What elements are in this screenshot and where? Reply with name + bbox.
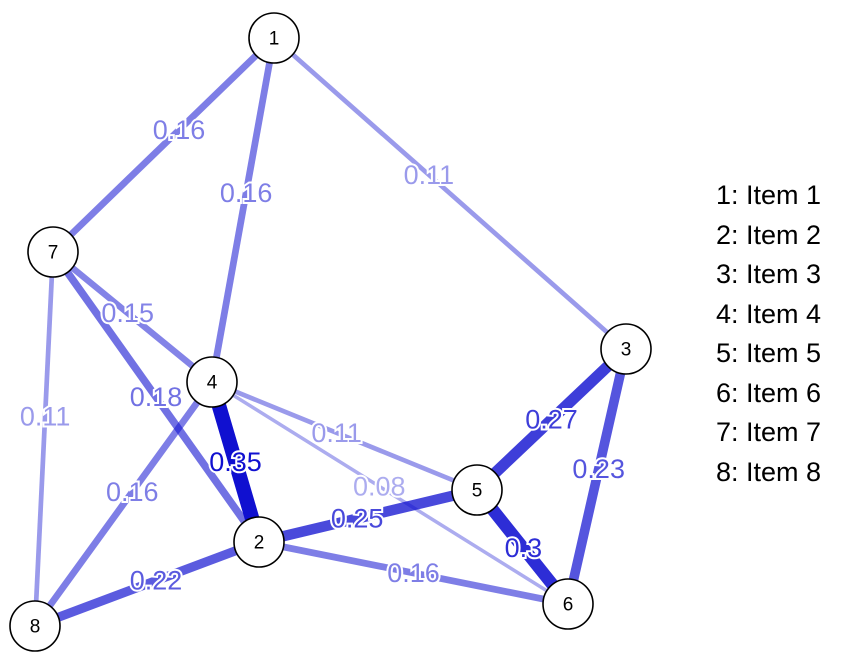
node-label: 7 bbox=[48, 243, 59, 264]
node-label: 4 bbox=[207, 373, 218, 394]
edge-2-8 bbox=[33, 537, 261, 631]
edge-7-4 bbox=[50, 249, 215, 385]
node-label: 8 bbox=[30, 617, 41, 638]
legend-item: 2: Item 2 bbox=[716, 219, 822, 250]
edge-4-6 bbox=[211, 380, 569, 606]
edge-1-7 bbox=[50, 35, 277, 255]
edge-label-3-5: 0.27 bbox=[525, 405, 578, 435]
edge-label-2-6: 0.16 bbox=[387, 558, 440, 588]
edge-labels-layer: 0.160.160.110.150.180.110.350.110.080.16… bbox=[18, 113, 627, 598]
edge-label-4-8: 0.16 bbox=[106, 477, 159, 507]
legend-item: 7: Item 7 bbox=[716, 417, 822, 447]
node-3: 3 bbox=[600, 323, 652, 375]
edge-label-4-6: 0.08 bbox=[353, 471, 406, 501]
node-8: 8 bbox=[9, 600, 61, 652]
legend-item: 5: Item 5 bbox=[716, 338, 822, 368]
legend: 1: Item 1 2: Item 2 3: Item 3 4: Item 4 … bbox=[716, 176, 821, 492]
edge-label-1-3: 0.11 bbox=[404, 160, 455, 190]
node-circle bbox=[27, 226, 79, 278]
edge-2-5 bbox=[257, 484, 479, 548]
legend-item: 1: Item 1 bbox=[716, 180, 822, 210]
edge-1-4 bbox=[208, 37, 278, 383]
edge-2-6 bbox=[258, 538, 569, 608]
edges-layer bbox=[32, 35, 631, 631]
edge-label-2-8: 0.22 bbox=[130, 566, 183, 596]
edge-4-2 bbox=[205, 379, 266, 545]
node-4: 4 bbox=[186, 356, 238, 408]
node-2: 2 bbox=[233, 516, 285, 568]
node-circle bbox=[600, 323, 652, 375]
legend-item: 6: Item 6 bbox=[716, 377, 822, 408]
edge-label-4-2: 0.35 bbox=[209, 447, 262, 477]
edge-7-8 bbox=[32, 251, 56, 627]
node-1: 1 bbox=[248, 12, 300, 64]
edge-label-3-6: 0.23 bbox=[572, 454, 625, 484]
node-label: 1 bbox=[269, 29, 280, 50]
node-6: 6 bbox=[542, 578, 594, 630]
edge-3-6 bbox=[563, 347, 631, 606]
nodes-layer: 1 2 3 4 5 6 7 8 bbox=[9, 12, 652, 652]
edge-3-5 bbox=[473, 344, 630, 495]
edge-label-7-2: 0.18 bbox=[130, 382, 183, 412]
node-circle bbox=[451, 464, 503, 516]
edge-4-8 bbox=[32, 380, 215, 628]
edge-label-2-5: 0.25 bbox=[331, 504, 384, 534]
edge-label-7-8: 0.11 bbox=[20, 402, 71, 432]
edge-7-2 bbox=[49, 249, 263, 545]
edge-label-1-7: 0.16 bbox=[153, 115, 206, 145]
legend-item: 8: Item 8 bbox=[716, 456, 822, 487]
edge-4-5 bbox=[211, 379, 478, 493]
edge-label-5-6: 0.3 bbox=[505, 533, 543, 563]
legend-item: 4: Item 4 bbox=[716, 298, 822, 329]
edge-label-4-5: 0.11 bbox=[311, 418, 362, 448]
node-label: 3 bbox=[621, 340, 632, 361]
node-circle bbox=[248, 12, 300, 64]
edge-label-7-4: 0.15 bbox=[101, 298, 154, 328]
node-label: 2 bbox=[254, 533, 265, 554]
node-5: 5 bbox=[451, 464, 503, 516]
node-circle bbox=[542, 578, 594, 630]
node-circle bbox=[186, 356, 238, 408]
node-circle bbox=[233, 516, 285, 568]
node-label: 5 bbox=[472, 481, 483, 502]
node-label: 6 bbox=[563, 595, 574, 616]
edge-1-3 bbox=[272, 36, 628, 351]
node-7: 7 bbox=[27, 226, 79, 278]
node-circle bbox=[9, 600, 61, 652]
legend-item: 3: Item 3 bbox=[716, 259, 822, 289]
edge-label-1-4: 0.16 bbox=[220, 178, 273, 208]
